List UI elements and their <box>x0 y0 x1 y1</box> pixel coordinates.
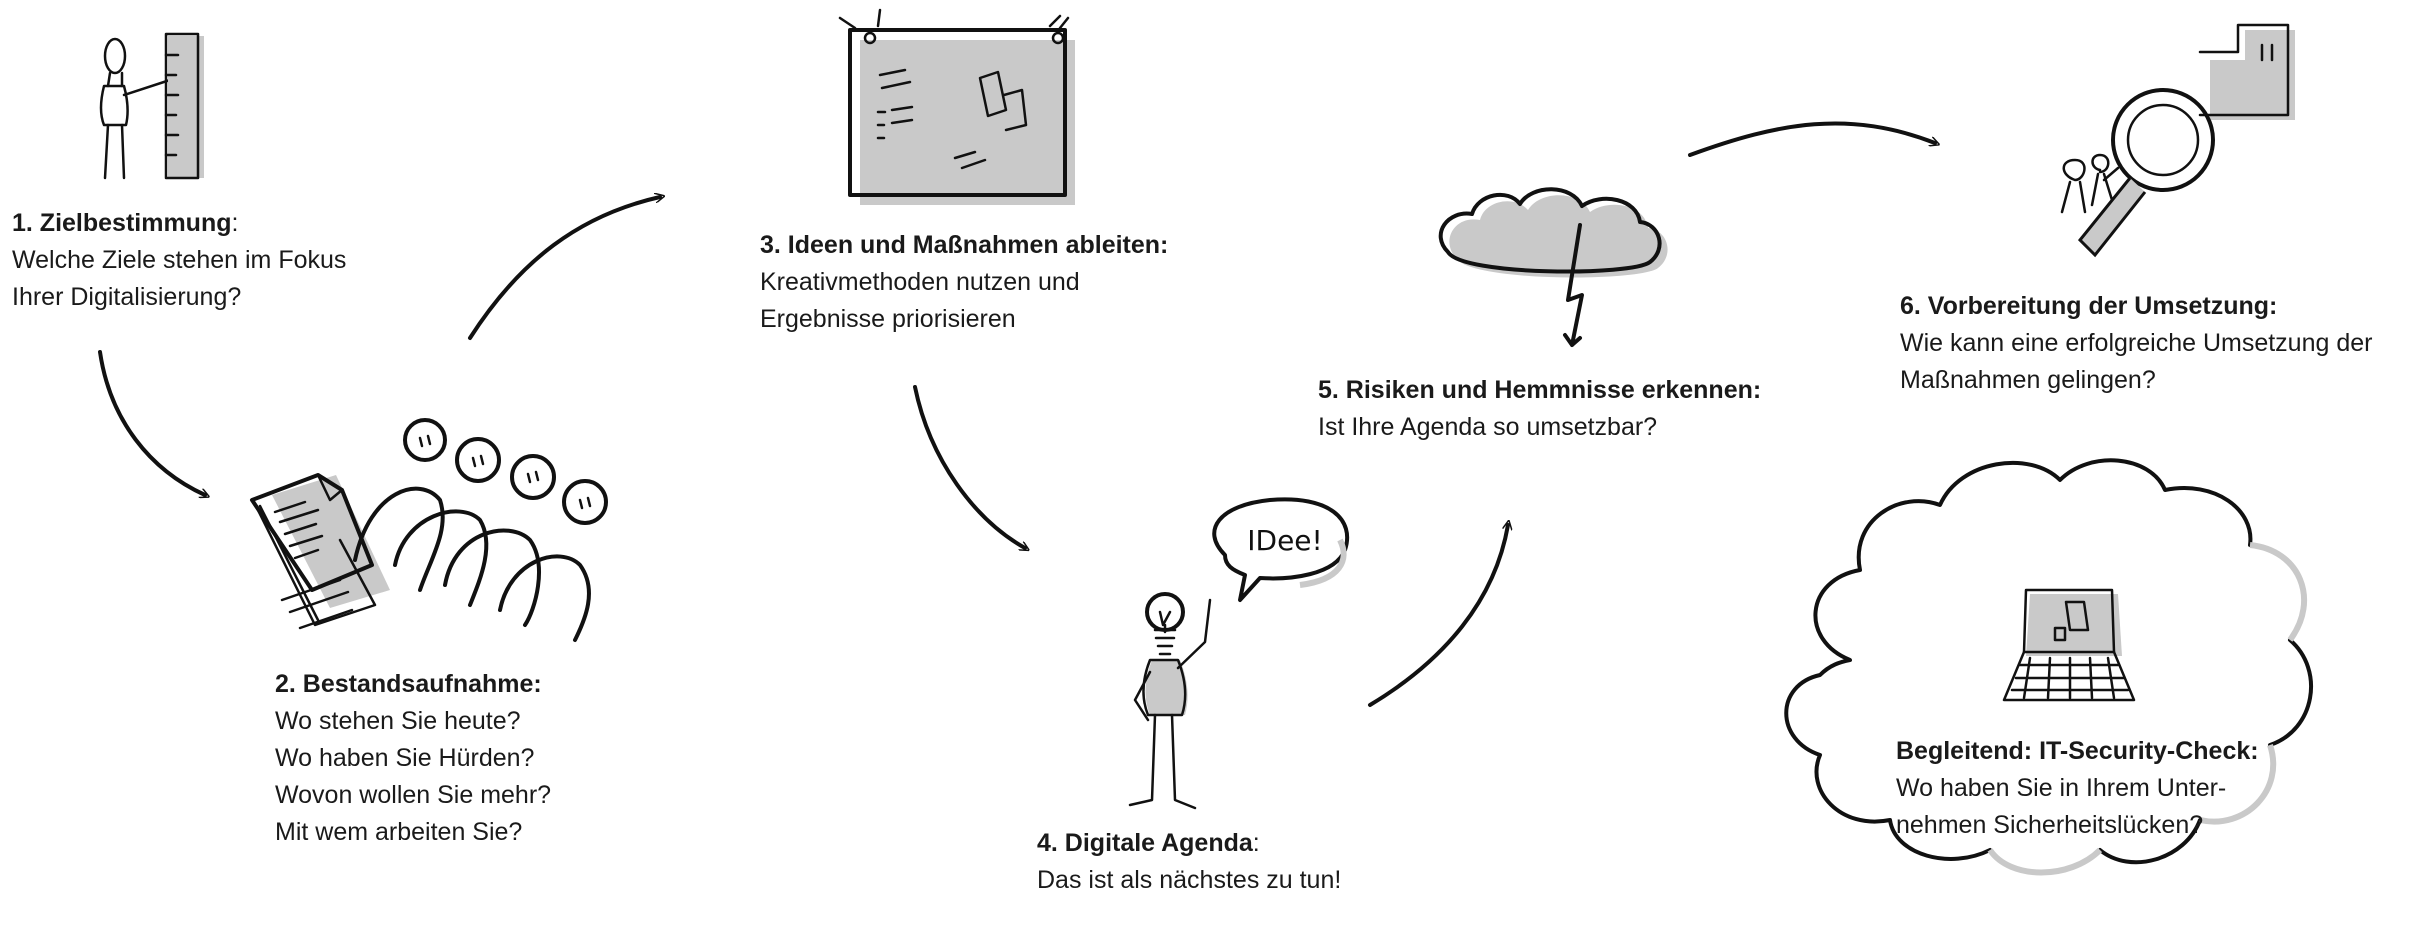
step-4-line: Das ist als nächstes zu tun! <box>1037 866 1342 894</box>
arrow-4-to-5 <box>1368 525 1508 707</box>
step-1-line: Welche Ziele stehen im Fokus <box>12 246 347 274</box>
step-2-line: Wo haben Sie Hürden? <box>275 744 535 772</box>
speech-bubble-text: IDee! <box>1247 524 1323 557</box>
step-2-line: Wo stehen Sie heute? <box>275 707 521 735</box>
step-5-line: Ist Ihre Agenda so umsetzbar? <box>1318 413 1658 441</box>
step-1-title: 1. Zielbestimmung <box>12 209 232 237</box>
step-5-title: 5. Risiken und Hemmnisse erkennen: <box>1318 376 1762 404</box>
security-line: nehmen Sicherheitslücken? <box>1896 811 2204 839</box>
step-6-text: 6. Vorbereitung der Umsetzung: Wie kann … <box>1900 288 2372 399</box>
step-6-line: Wie kann eine erfolgreiche Umsetzung der <box>1900 329 2373 357</box>
security-cloud <box>1784 458 2313 876</box>
step-4-title: 4. Digitale Agenda <box>1037 829 1253 857</box>
step-3-line: Kreativmethoden nutzen und <box>760 268 1080 296</box>
step-2-title: 2. Bestandsaufnahme: <box>275 670 542 698</box>
step-6-line: Maßnahmen gelingen? <box>1900 366 2156 394</box>
documents-people-icon <box>250 418 608 642</box>
person-ruler-icon <box>99 32 204 180</box>
step-1-text: 1. Zielbestimmung: Welche Ziele stehen i… <box>12 205 346 316</box>
step-4-text: 4. Digitale Agenda: Das ist als nächstes… <box>1037 825 1341 899</box>
step-5-text: 5. Risiken und Hemmnisse erkennen: Ist I… <box>1318 372 1761 446</box>
step-2-line: Wovon wollen Sie mehr? <box>275 781 552 809</box>
step-3-line: Ergebnisse priorisieren <box>760 305 1016 333</box>
step-2-line: Mit wem arbeiten Sie? <box>275 818 523 846</box>
step-1-line: Ihrer Digitalisierung? <box>12 283 242 311</box>
pinboard-icon <box>838 8 1075 205</box>
step-3-text: 3. Ideen und Maßnahmen ableiten: Kreativ… <box>760 227 1168 338</box>
security-title: Begleitend: IT-Security-Check: <box>1896 737 2259 765</box>
magnifier-building-icon <box>2060 23 2295 258</box>
arrow-5-to-6 <box>1688 121 1935 157</box>
arrow-1-to-2 <box>98 350 205 495</box>
laptop-icon <box>2002 588 2136 702</box>
lightbulb-person-icon <box>1128 497 1350 810</box>
arrow-3-to-4 <box>913 385 1025 548</box>
step-6-title: 6. Vorbereitung der Umsetzung: <box>1900 292 2278 320</box>
step-3-title: 3. Ideen und Maßnahmen ableiten: <box>760 231 1169 259</box>
security-text: Begleitend: IT-Security-Check: Wo haben … <box>1896 733 2259 844</box>
step-2-text: 2. Bestandsaufnahme: Wo stehen Sie heute… <box>275 666 551 851</box>
arrow-2-to-3 <box>468 197 660 340</box>
cloud-lightning-icon <box>1438 187 1668 347</box>
security-line: Wo haben Sie in Ihrem Unter- <box>1896 774 2227 802</box>
